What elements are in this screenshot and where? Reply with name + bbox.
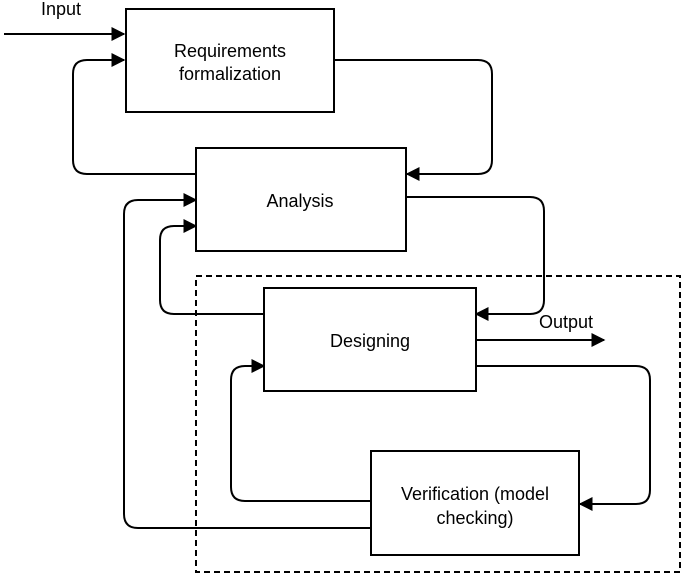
verification-node: Verification (model checking) xyxy=(370,450,580,556)
designing-to-verification-arrow xyxy=(476,365,651,511)
edges xyxy=(4,27,651,529)
requirements-label-line-1: Requirements xyxy=(174,41,286,61)
input-label: Input xyxy=(41,0,81,19)
analysis-label: Analysis xyxy=(266,191,333,211)
analysis-to-requirements-arrow xyxy=(72,53,196,175)
verification-label-line-1: Verification (model xyxy=(401,484,549,504)
verification-to-analysis-arrow xyxy=(123,193,371,529)
output-label: Output xyxy=(539,312,593,332)
requirements-formalization-node: Requirements formalization xyxy=(125,8,335,113)
requirements-to-analysis-arrow xyxy=(334,59,493,181)
design-verification-group-frame xyxy=(195,275,681,573)
analysis-node: Analysis xyxy=(195,147,407,252)
verification-to-designing-arrow xyxy=(230,359,371,502)
designing-node: Designing xyxy=(263,287,477,392)
verification-label-line-2: checking) xyxy=(436,508,513,528)
analysis-to-designing-arrow xyxy=(406,196,545,321)
designing-to-analysis-arrow xyxy=(159,219,264,315)
requirements-label-line-2: formalization xyxy=(179,64,281,84)
designing-label: Designing xyxy=(330,331,410,351)
